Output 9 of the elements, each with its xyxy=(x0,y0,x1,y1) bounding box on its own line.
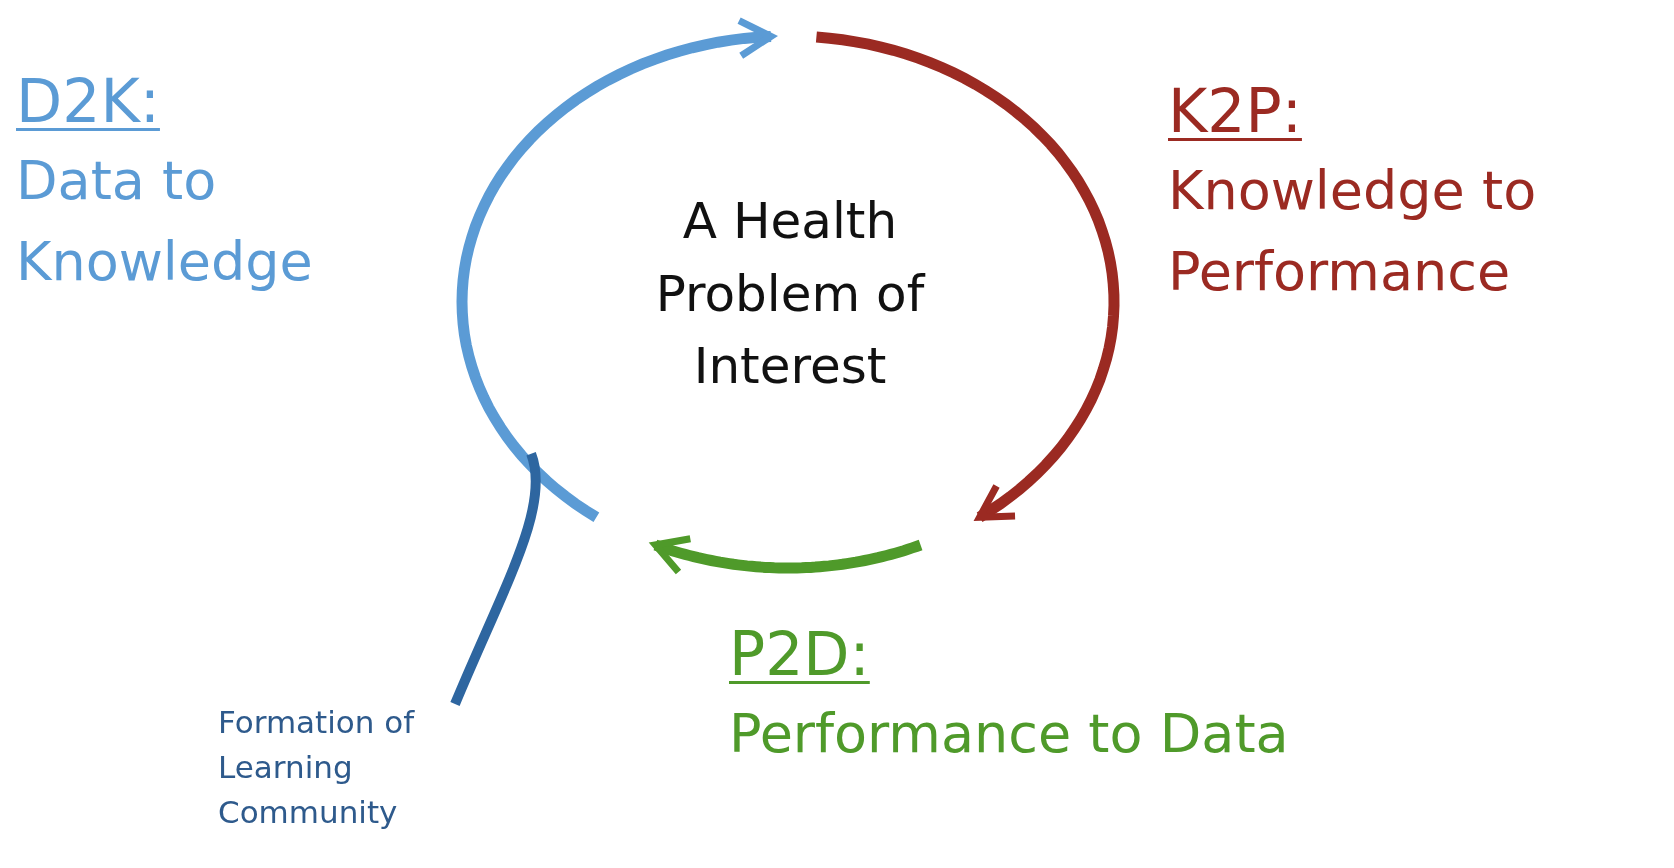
phase-description: Knowledge to Performance xyxy=(1168,158,1538,305)
phase-heading: K2P: xyxy=(1168,75,1302,148)
phase-description: Data to Knowledge xyxy=(16,148,314,295)
phase-heading: D2K: xyxy=(16,65,160,138)
phase-description: Performance to Data xyxy=(729,701,1289,767)
center-text: A Health Problem of Interest xyxy=(610,185,970,403)
leader-line xyxy=(450,452,541,706)
phase-heading: P2D: xyxy=(729,618,870,691)
annotation-text: Formation of Learning Community xyxy=(218,700,433,835)
